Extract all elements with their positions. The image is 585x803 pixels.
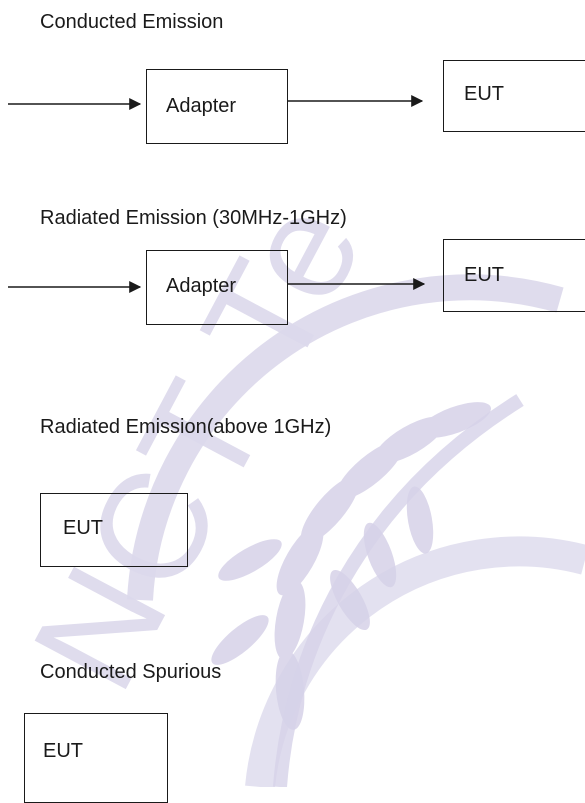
adapter-label-1: Adapter (166, 95, 237, 117)
eut-label-1: EUT (464, 83, 504, 105)
eut-box-3 (40, 493, 188, 567)
eut-label-2: EUT (464, 264, 504, 286)
eut-label-4: EUT (43, 740, 83, 762)
watermark-seal-arc (127, 274, 564, 601)
section-title-conducted-spurious: Conducted Spurious (40, 661, 222, 683)
eut-box-1 (443, 60, 585, 132)
adapter-label-2: Adapter (166, 275, 237, 297)
eut-box-2 (443, 239, 585, 312)
adapter-box-2 (146, 250, 288, 325)
section-title-conducted-emission: Conducted Emission (40, 11, 224, 33)
eut-label-3: EUT (63, 517, 103, 539)
section-title-radiated-emission-above-1ghz: Radiated Emission(above 1GHz) (40, 416, 332, 438)
watermark-laurel-stem (273, 394, 524, 787)
section-title-radiated-emission-30mhz-1ghz: Radiated Emission (30MHz-1GHz) (40, 207, 347, 229)
adapter-box-1 (146, 69, 288, 144)
watermark-seal-inner-arc (245, 536, 585, 787)
